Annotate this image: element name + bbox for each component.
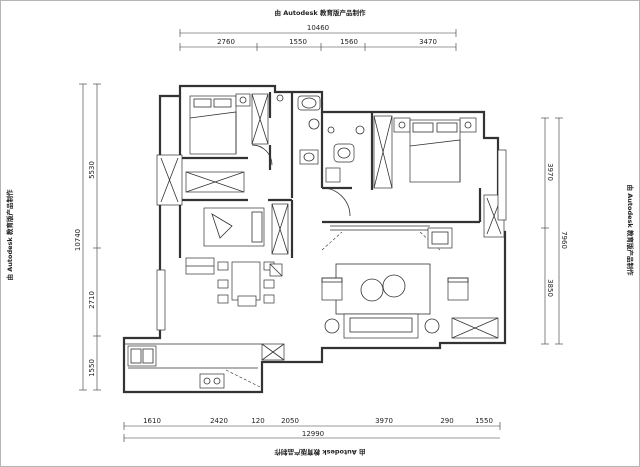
bathroom-door-swing: [251, 144, 273, 166]
lamp-left: [324, 318, 340, 334]
bathroom-2: [325, 115, 393, 189]
dim-left-seg-3: 1550: [88, 359, 96, 377]
nightstand-right: [459, 117, 477, 133]
bathroom: [251, 94, 321, 166]
watermark-top: 由 Autodesk 教育版产品制作: [274, 8, 366, 17]
dim-left-seg-2: 2710: [88, 291, 96, 309]
dim-bottom-seg-3: 120: [251, 417, 264, 425]
dim-top-seg-2: 1550: [289, 38, 307, 46]
master-bedroom: [321, 117, 477, 217]
shower-head: [308, 118, 320, 130]
bath-cabinet: [325, 167, 341, 183]
dim-right-seg-2: 3850: [546, 279, 554, 297]
armchair-right: [447, 277, 469, 301]
windows: [156, 149, 507, 331]
top-dimension-chain: 10460 2760 1550 1560 3470: [179, 24, 457, 51]
living-room: [321, 225, 499, 339]
dim-top-seg-3: 1560: [340, 38, 358, 46]
dim-bottom-seg-1: 1610: [143, 417, 161, 425]
outer-walls: [122, 84, 507, 394]
armchair-left: [321, 277, 343, 301]
dim-bottom-seg-6: 290: [440, 417, 453, 425]
cabinet-unit: [427, 227, 453, 249]
dim-bottom-seg-4: 2050: [281, 417, 299, 425]
lamp-right: [424, 318, 440, 334]
dim-top-seg-1: 2760: [217, 38, 235, 46]
kitchen: [127, 343, 285, 389]
toilet: [333, 143, 355, 163]
study-room: [185, 203, 289, 275]
watermark-right: 由 Autodesk 教育版产品制作: [626, 184, 635, 276]
dining-table: [231, 261, 261, 301]
master-door-swing: [321, 187, 351, 217]
right-dimension-chain: 3970 3850 7960: [541, 117, 568, 345]
dim-bottom-seg-7: 1550: [475, 417, 493, 425]
stove: [199, 373, 225, 389]
nightstand-left: [393, 117, 411, 133]
dim-top-total: 10460: [307, 24, 329, 32]
coffee-table-1: [360, 278, 384, 302]
coffee-table-2: [382, 274, 406, 298]
nightstand: [235, 93, 251, 107]
double-bed-1: [189, 95, 237, 155]
double-bed-master: [409, 119, 461, 183]
single-bed: [203, 207, 265, 247]
dim-left-seg-1: 5530: [88, 161, 96, 179]
dim-right-seg-1: 3970: [546, 163, 554, 181]
floor-drain: [276, 94, 284, 102]
dim-bottom-seg-5: 3970: [375, 417, 393, 425]
dim-right-total: 7960: [560, 231, 568, 249]
dining-area: [217, 261, 283, 307]
dim-left-total: 10740: [74, 229, 82, 251]
kitchen-sink: [127, 345, 157, 367]
watermark-bottom: 由 Autodesk 教育版产品制作: [274, 448, 366, 457]
bedroom-1: [185, 93, 269, 193]
left-dimension-chain: 10740 5530 2710 1550: [74, 83, 101, 391]
dim-bottom-total: 12990: [302, 430, 324, 438]
watermark-left: 由 Autodesk 教育版产品制作: [5, 189, 14, 281]
washbasin: [299, 149, 319, 165]
dim-bottom-seg-2: 2420: [210, 417, 228, 425]
bottom-dimension-chain: 1610 2420 120 2050 3970 290 1550 12990: [123, 417, 501, 442]
dim-top-seg-4: 3470: [419, 38, 437, 46]
